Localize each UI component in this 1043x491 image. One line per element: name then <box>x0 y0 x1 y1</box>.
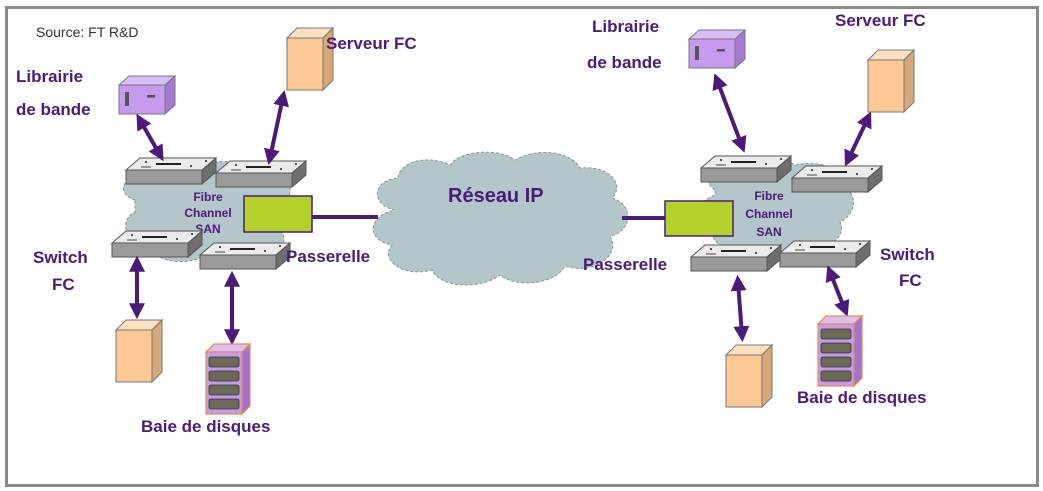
left-gateway <box>243 195 313 233</box>
left-gateway-label: Passerelle <box>286 247 370 266</box>
left-disk-label: Baie de disques <box>141 417 270 436</box>
right-san-label-line1: Fibre <box>754 189 784 203</box>
right-gateway <box>664 200 734 237</box>
left-server-label: Serveur FC <box>326 34 417 53</box>
right-gateway-label: Passerelle <box>583 255 667 274</box>
left-tape-library <box>118 75 176 115</box>
left-tape-arrow <box>136 113 164 162</box>
left-tape-label-line2: de bande <box>16 100 91 119</box>
right-server-bottom <box>725 344 773 408</box>
right-bottom-server-arrow <box>730 274 750 343</box>
right-tape-arrow <box>712 73 747 153</box>
right-switch-bottom-left <box>690 244 782 272</box>
right-server-arrow <box>844 111 872 167</box>
right-disk-arrow <box>825 265 850 317</box>
right-disk-array <box>817 315 863 387</box>
right-tape-label-line2: de bande <box>587 53 662 72</box>
left-server-arrow <box>264 89 289 166</box>
left-switch-top-right <box>215 160 307 188</box>
left-switch-bottom-left <box>111 230 203 258</box>
left-disk-array <box>205 343 251 415</box>
right-switch-top-left <box>700 155 792 183</box>
left-site: Fibre Channel SAN Passerelle Librairie d… <box>16 27 417 436</box>
right-tape-library <box>688 29 746 69</box>
left-switch-label-line2: FC <box>52 275 75 294</box>
left-san-label-line1: Fibre <box>193 190 223 204</box>
right-switch-bottom-right <box>779 240 871 268</box>
ip-network-label: Réseau IP <box>448 185 544 207</box>
left-san-label-line2: Channel <box>184 206 231 220</box>
right-server-label: Serveur FC <box>835 11 926 30</box>
left-tape-label-line1: Librairie <box>16 67 83 86</box>
right-san-label-line3: SAN <box>756 225 781 239</box>
right-site: Fibre Channel SAN Passerelle Librairie d… <box>583 11 935 408</box>
right-tape-label-line1: Librairie <box>592 17 659 36</box>
right-switch-top-right <box>791 165 883 193</box>
left-switch-top-left <box>125 157 217 185</box>
right-switch-label-line1: Switch <box>880 245 935 264</box>
ip-network-cloud <box>372 151 629 286</box>
left-switch-bottom-right <box>199 242 291 270</box>
right-san-label-line2: Channel <box>745 207 792 221</box>
right-server-top <box>867 49 915 113</box>
source-caption: Source: FT R&D <box>36 24 138 40</box>
left-switch-label-line1: Switch <box>33 248 88 267</box>
left-server-bottom <box>115 319 163 383</box>
right-disk-label: Baie de disques <box>797 388 926 407</box>
right-switch-label-line2: FC <box>899 271 922 290</box>
